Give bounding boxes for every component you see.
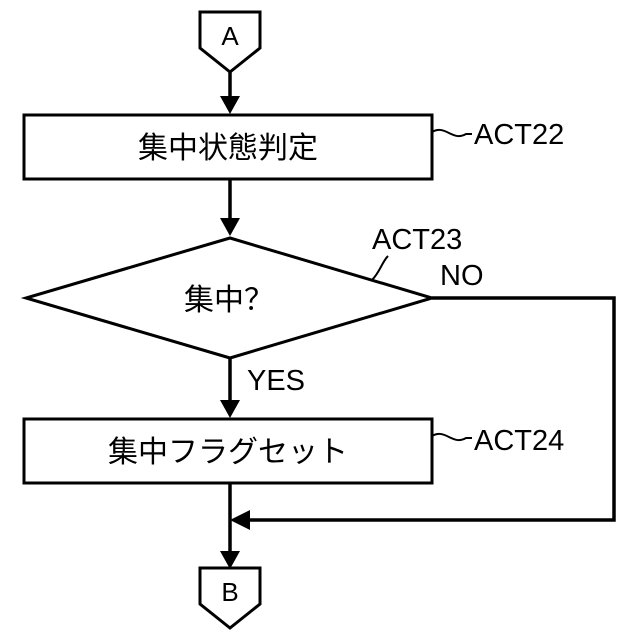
arrow-act24-to-end bbox=[220, 483, 240, 569]
process-box-act22: 集中状態判定 bbox=[24, 115, 432, 179]
end-connector: B bbox=[200, 568, 260, 628]
yes-branch-label: YES bbox=[247, 365, 305, 397]
start-connector: A bbox=[200, 12, 260, 72]
no-branch-label: NO bbox=[440, 260, 484, 292]
decision-diamond-act23: 集中？ bbox=[26, 238, 432, 358]
arrow-act22-to-decision bbox=[220, 179, 240, 236]
step-tag-act24: ACT24 bbox=[432, 425, 564, 457]
start-connector-label: A bbox=[221, 21, 239, 51]
step-tag-act22-label: ACT22 bbox=[474, 119, 564, 151]
arrow-start-to-act22 bbox=[220, 72, 240, 114]
step-tag-act23-label: ACT23 bbox=[372, 224, 462, 256]
step-tag-act24-label: ACT24 bbox=[474, 425, 564, 457]
yes-branch-arrow: YES bbox=[220, 358, 305, 418]
process-act24-label: 集中フラグセット bbox=[108, 435, 348, 470]
process-act22-label: 集中状態判定 bbox=[138, 131, 318, 166]
decision-act23-label: 集中？ bbox=[184, 283, 274, 318]
end-connector-label: B bbox=[221, 577, 238, 607]
process-box-act24: 集中フラグセット bbox=[24, 419, 432, 483]
step-tag-act22: ACT22 bbox=[432, 119, 564, 151]
